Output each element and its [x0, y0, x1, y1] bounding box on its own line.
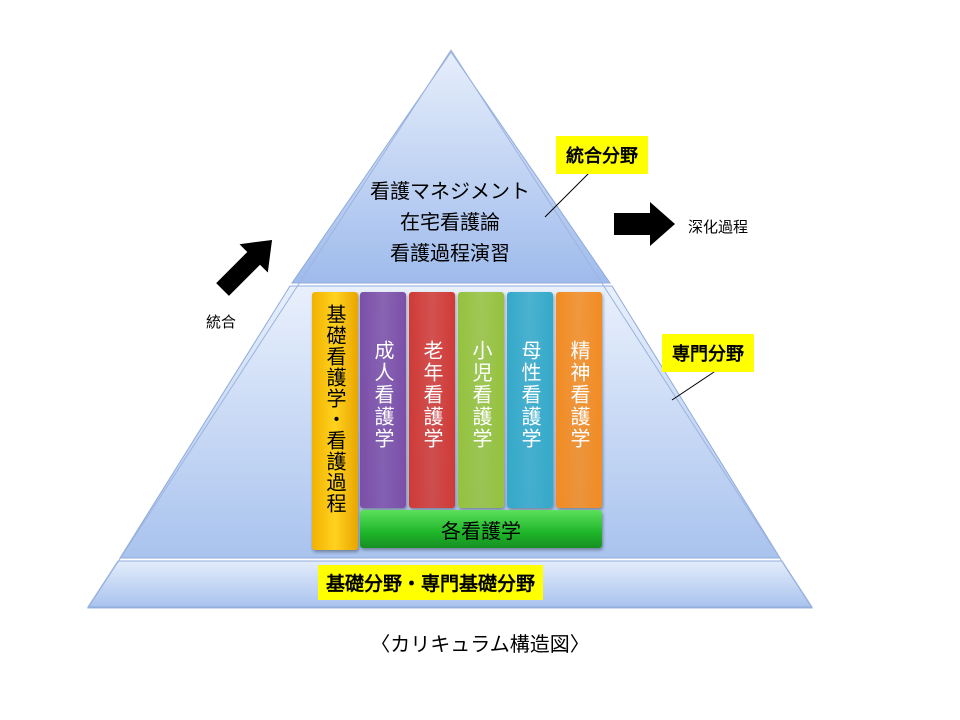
integrate-arrow-icon	[216, 239, 273, 296]
each-nursing-bar: 各看護学	[360, 510, 602, 548]
pyramid-top-tier	[291, 51, 611, 284]
deepen-arrow-icon	[614, 202, 675, 246]
subject-nursing-process-practice: 看護過程演習	[390, 241, 510, 265]
column-adult-nursing: 成人看護学	[360, 292, 406, 508]
deepen-process-label: 深化過程	[688, 218, 749, 236]
basic-nursing-label: 基礎看護学・看護過程	[323, 304, 347, 514]
column-label: 小児看護学	[469, 340, 493, 450]
column-label: 成人看護学	[371, 340, 395, 450]
basic-nursing-column: 基礎看護学・看護過程	[312, 292, 358, 550]
each-nursing-label: 各看護学	[441, 518, 521, 543]
specialized-leader-line	[671, 367, 721, 401]
top-tier-subjects: 看護マネジメント 在宅看護論 看護過程演習	[330, 176, 570, 269]
subject-nursing-management: 看護マネジメント	[370, 179, 530, 203]
pyramid-outline	[87, 49, 813, 609]
column-label: 老年看護学	[420, 340, 444, 450]
column-psychiatric-nursing: 精神看護学	[556, 292, 602, 508]
column-label: 精神看護学	[567, 340, 591, 450]
column-maternal-nursing: 母性看護学	[507, 292, 553, 508]
diagram-caption: 〈カリキュラム構造図〉	[370, 632, 590, 656]
integrate-label: 統合	[206, 313, 237, 331]
column-geriatric-nursing: 老年看護学	[409, 292, 455, 508]
integrated-field-callout: 統合分野	[556, 136, 648, 174]
specialized-field-callout: 専門分野	[662, 334, 754, 372]
integrated-leader-line	[544, 171, 591, 218]
column-pediatric-nursing: 小児看護学	[458, 292, 504, 508]
column-label: 母性看護学	[518, 340, 542, 450]
subject-home-nursing: 在宅看護論	[400, 210, 500, 234]
base-field-label: 基礎分野・専門基礎分野	[318, 565, 544, 600]
